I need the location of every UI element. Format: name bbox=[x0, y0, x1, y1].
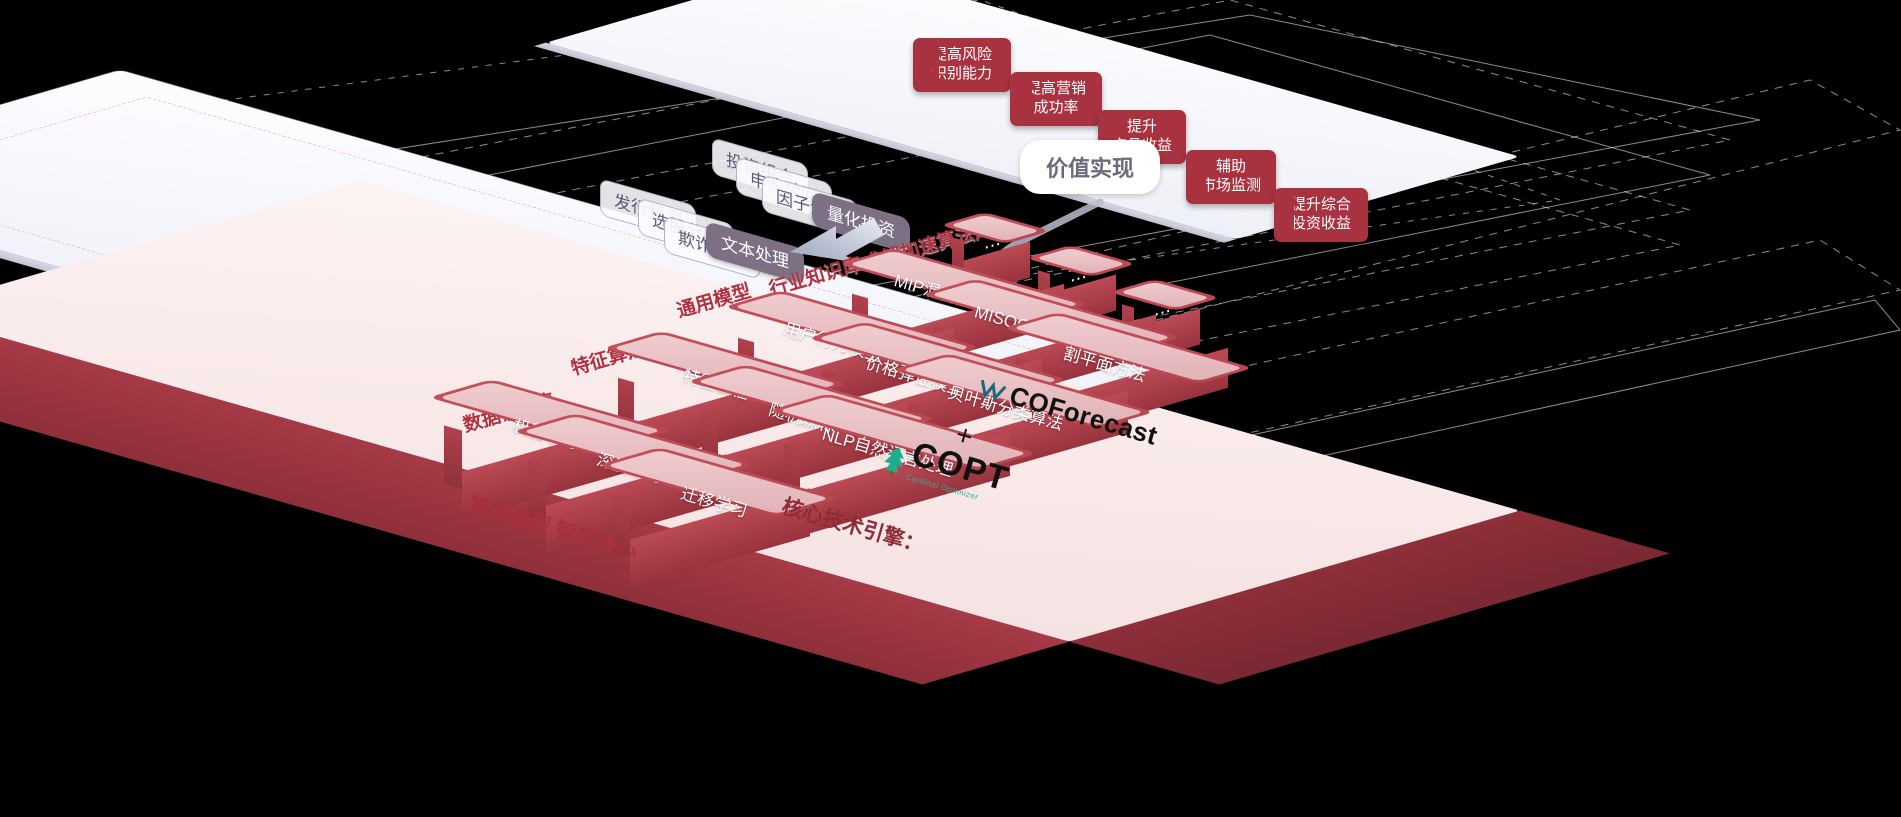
benefit-badge-3: 辅助 市场监测 bbox=[1186, 150, 1276, 204]
copt-mark-icon bbox=[884, 447, 904, 477]
value-title: 价值实现 bbox=[1020, 140, 1161, 194]
copt-logo: COPT Cardinal Optimizer bbox=[880, 428, 1013, 508]
benefit-badge-4: 提升综合 投资收益 bbox=[1274, 188, 1368, 242]
coforecast-mark-icon bbox=[980, 379, 1007, 402]
benefit-badge-0: 提高风险 识别能力 bbox=[913, 38, 1011, 92]
coforecast-logo: COForecast bbox=[975, 371, 1161, 452]
benefit-badge-1: 提高营销 成功率 bbox=[1010, 72, 1102, 126]
